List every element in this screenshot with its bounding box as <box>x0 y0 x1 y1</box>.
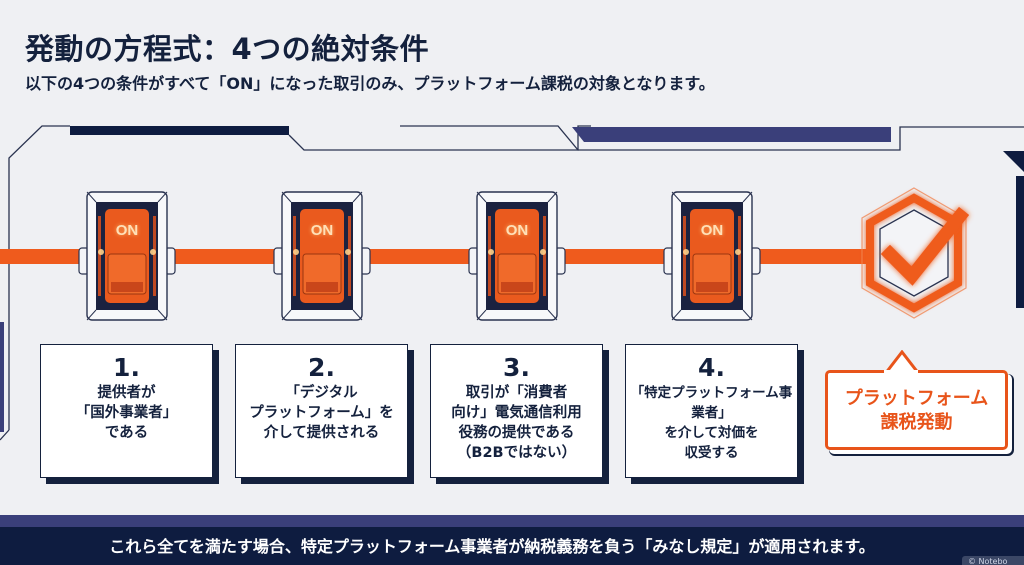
switch-on-label: ON <box>700 222 724 239</box>
result-callout: プラットフォーム 課税発動 <box>825 370 1008 450</box>
frame-top-right-bar <box>572 127 891 142</box>
condition-text: 「特定プラットフォーム事業者」 を介して対価を 収受する <box>630 385 793 461</box>
switch-on-label: ON <box>505 222 529 239</box>
toggle-switch-icon <box>663 191 761 321</box>
condition-card-1: 1. 提供者が 「国外事業者」 である <box>40 344 213 478</box>
page-subtitle: 以下の4つの条件がすべて「ON」になった取引のみ、プラットフォーム課税の対象とな… <box>25 74 715 93</box>
frame-left-outline <box>8 125 70 430</box>
condition-card-2: 2. 「デジタル プラットフォーム」を 介して提供される <box>235 344 408 478</box>
toggle-switch-icon <box>468 191 566 321</box>
connector-line <box>0 249 870 264</box>
page-title: 発動の方程式：4つの絶対条件 <box>25 32 430 66</box>
condition-number: 4. <box>698 353 725 382</box>
condition-card-4: 4. 「特定プラットフォーム事業者」 を介して対価を 収受する <box>625 344 798 478</box>
toggle-switch-2[interactable]: ON <box>273 191 371 321</box>
toggle-switch-1[interactable]: ON <box>78 191 176 321</box>
footer-accent-band <box>0 515 1024 527</box>
toggle-switch-3[interactable]: ON <box>468 191 566 321</box>
switch-on-label: ON <box>115 222 139 239</box>
condition-card-3: 3. 取引が「消費者 向け」電気通信利用 役務の提供である （B2Bではない） <box>430 344 603 478</box>
switch-on-label: ON <box>310 222 334 239</box>
watermark: © Notebo <box>962 556 1024 565</box>
callout-pointer <box>883 350 921 374</box>
footer-note: これら全てを満たす場合、特定プラットフォーム事業者が納税義務を負う「みなし規定」… <box>0 527 1024 565</box>
frame-top-left-bar <box>70 126 289 135</box>
condition-number: 3. <box>503 353 530 382</box>
condition-number: 2. <box>308 353 335 382</box>
condition-text: 取引が「消費者 向け」電気通信利用 役務の提供である （B2Bではない） <box>451 385 582 461</box>
result-label: プラットフォーム 課税発動 <box>844 388 989 433</box>
toggle-switch-icon <box>78 191 176 321</box>
condition-text: 「デジタル プラットフォーム」を 介して提供される <box>249 385 394 441</box>
condition-number: 1. <box>113 353 140 382</box>
toggle-switch-4[interactable]: ON <box>663 191 761 321</box>
check-hexagon-icon <box>861 187 970 319</box>
toggle-switch-icon <box>273 191 371 321</box>
condition-text: 提供者が 「国外事業者」 である <box>75 385 178 441</box>
